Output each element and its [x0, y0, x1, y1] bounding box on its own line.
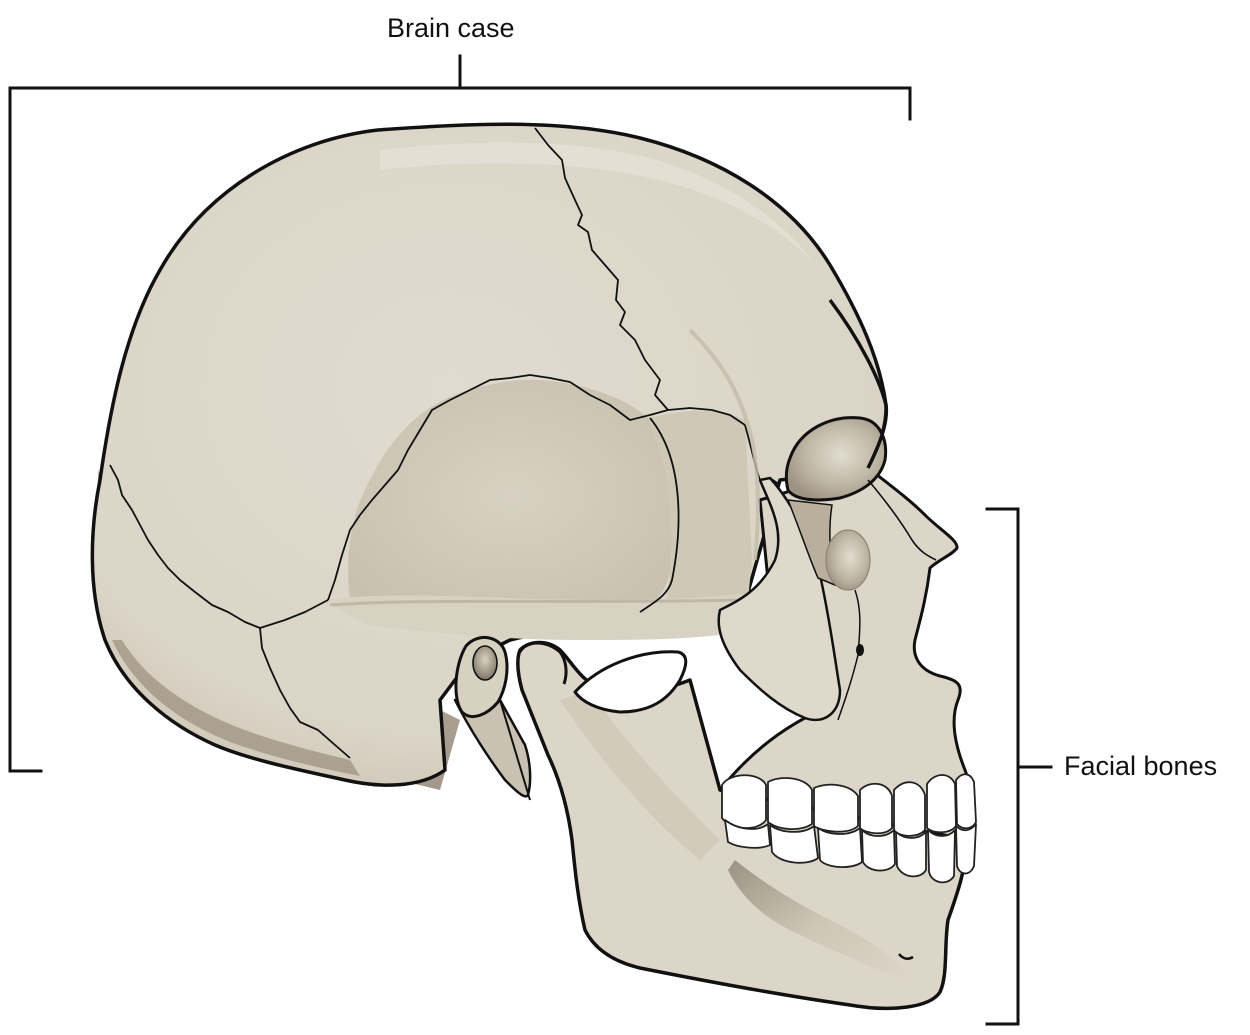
temporal-squama [348, 379, 676, 612]
coronal-suture [534, 127, 669, 411]
cranial-sutures [109, 127, 781, 759]
teeth [721, 773, 977, 884]
temporal-line [688, 328, 760, 561]
external-acoustic-meatus [472, 645, 498, 681]
sphenoparietal-suture [667, 407, 746, 426]
nasal-bone-suture [867, 479, 937, 561]
facial-bones-bracket [985, 507, 1053, 1026]
zygomatic-arch-edge [329, 598, 741, 607]
brain-case-label: Brain case [387, 13, 515, 43]
crown-highlight [380, 142, 815, 265]
greater-wing-sphenoid [648, 410, 752, 605]
eye-orbit [784, 416, 888, 502]
lambdoid-suture [109, 464, 261, 629]
parietomastoid-suture [259, 599, 329, 629]
brow-ridge [828, 298, 889, 469]
mandible-inner-shadow [728, 860, 915, 985]
infraorbital-foramen [856, 644, 864, 656]
styloid-process [499, 699, 531, 801]
orbit-inner-oval [825, 529, 871, 591]
brain-case-bracket [8, 54, 912, 773]
facial-bones-label: Facial bones [1064, 751, 1218, 781]
zygomaticomaxillary-suture [837, 589, 861, 721]
occipital-rim-shadow [112, 640, 360, 776]
zygomatic-bone [717, 476, 842, 721]
orbit-floor-shadow [786, 499, 837, 587]
occipitomastoid-suture [259, 627, 351, 759]
mental-foramen [898, 953, 914, 960]
sphenosquamosal-suture [639, 417, 680, 613]
squamosal-suture [327, 374, 669, 601]
mandible-ramus-shade [560, 690, 720, 860]
mandibular-condyle [518, 641, 568, 685]
zygomatic-arch [320, 592, 760, 640]
mastoid-process [453, 698, 532, 798]
sigmoid-notch-gap [573, 650, 688, 714]
